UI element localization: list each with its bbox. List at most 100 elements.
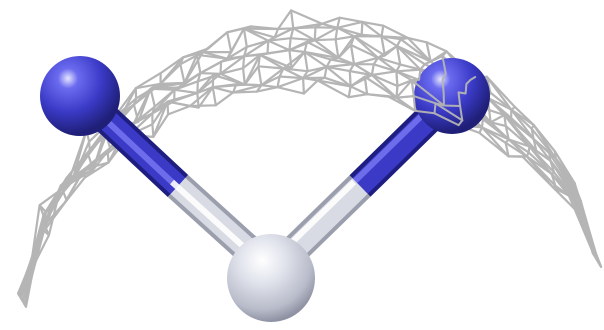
mesh-strand [485,75,513,111]
mesh-strand [201,51,229,60]
mesh-strand [258,53,285,70]
mesh-strand [503,113,531,148]
mesh-strand [486,96,506,117]
mesh-strand [349,75,464,122]
central-hydrogen-atom [227,234,315,322]
mesh-strand [313,26,339,42]
mesh-strand [349,85,369,96]
mesh-strand [395,79,413,99]
mesh-strand [151,88,176,115]
mesh-strand [243,53,261,58]
mesh-strand [528,145,552,162]
mesh-strand [276,9,295,89]
mesh-strand [182,51,204,59]
mesh-strand [316,16,341,82]
mesh-strand [337,56,356,66]
mesh-strand [352,56,380,66]
mesh-strand [316,79,352,88]
mesh-strand [159,81,186,85]
mesh-strand [302,77,319,82]
mesh-strand [348,70,462,107]
mesh-strand [211,86,235,94]
mesh-strand [292,22,324,30]
mesh-strand [92,146,112,171]
mesh-strand [260,67,285,87]
mesh-strand [303,50,340,59]
mesh-strand [276,27,295,31]
mesh-strand [507,138,531,148]
mesh-strand [336,26,356,38]
mesh-strand [370,70,398,77]
mesh-strand [242,27,270,42]
mesh-strand [199,57,229,75]
mesh-strand [457,76,477,127]
right-nitrogen-atom [414,58,490,134]
mesh-strand [226,55,246,60]
mesh-strand [173,88,199,95]
mesh-strand [395,44,432,63]
mesh-strand [395,44,422,71]
mesh-strand [288,49,306,54]
mesh-strand [325,65,352,88]
mesh-strand [325,62,356,68]
mesh-strand [507,138,528,158]
mesh-strand [510,108,535,127]
mesh-strand [528,145,553,175]
mesh-strand [282,50,306,70]
mesh-strand [44,180,74,214]
mesh-strand [573,181,594,255]
mesh-strand [361,20,383,38]
mesh-strand [189,86,214,108]
mesh-strand [71,129,88,183]
mesh-strand [159,56,185,85]
mesh-strand [226,27,245,34]
mesh-strand [196,72,222,95]
mesh-strand [532,137,557,160]
mesh-strand [260,84,279,89]
mesh-strand [551,186,571,197]
mesh-strand [525,155,553,175]
mesh-strand [132,112,154,125]
mesh-strand [183,51,204,84]
mesh-strand [226,27,245,60]
mesh-strand [352,62,373,77]
mesh-strand [353,35,380,59]
mesh-strand [337,35,356,59]
mesh-strand [183,72,202,84]
mesh-strand [480,126,510,158]
mesh-strand [243,53,261,86]
mesh-strand [71,148,91,183]
mesh-strand [410,41,432,112]
mesh-strand [406,36,432,63]
mesh-strand [380,35,399,48]
mesh-strand [276,77,305,89]
mesh-strand [232,84,263,94]
mesh-strand [525,155,554,189]
mesh-strand [503,113,535,141]
mesh-strand [152,100,169,138]
mesh-strand [258,49,291,56]
mesh-strand [166,91,199,103]
mesh-strand [489,121,510,141]
mesh-strand [347,93,460,127]
mesh-strand [166,100,192,108]
mesh-strand [211,83,246,89]
mesh-strand [486,96,513,111]
mesh-strand [282,67,305,80]
mesh-strand [201,31,229,54]
mesh-strand [42,201,66,232]
mesh-strand [510,108,535,141]
mesh-strand [199,72,222,75]
mesh-strand [267,27,295,42]
mesh-strand [288,39,316,52]
mesh-strand [24,210,47,307]
mesh-strand [336,20,364,29]
left-nitrogen-atom [40,56,120,136]
mesh-strand [480,126,510,141]
mesh-strand [313,39,340,59]
mesh-strand [489,113,506,124]
mesh-strand [292,27,316,42]
mesh-strand [302,65,328,80]
